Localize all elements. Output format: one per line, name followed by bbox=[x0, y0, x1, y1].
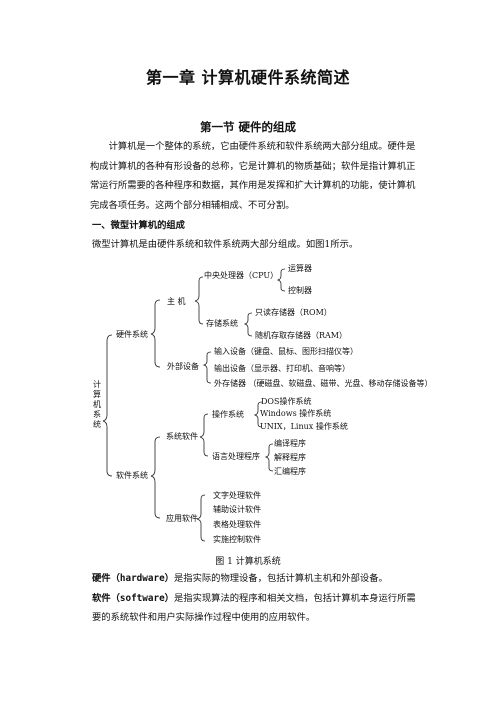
node-unix-linux: UNIX，Linux 操作系统 bbox=[260, 422, 348, 431]
node-ram: 随机存取存储器（RAM） bbox=[255, 331, 347, 340]
node-computer-system: 计算机系统 bbox=[93, 380, 101, 429]
brace-app-software bbox=[196, 494, 206, 542]
figure-caption: 图 1 计算机系统 bbox=[215, 557, 281, 567]
brace-root bbox=[102, 334, 113, 477]
node-assembler: 汇编程序 bbox=[274, 467, 306, 476]
node-controller: 控制器 bbox=[288, 286, 312, 295]
node-control-software: 实施控制软件 bbox=[213, 535, 261, 544]
node-interpreter: 解释程序 bbox=[274, 453, 306, 462]
brace-cpu bbox=[276, 268, 286, 292]
software-term: 软件（software） bbox=[92, 593, 174, 604]
chapter-title: 第一章 计算机硬件系统简述 bbox=[145, 68, 351, 87]
node-software-system: 软件系统 bbox=[116, 471, 148, 480]
brace-storage bbox=[243, 312, 253, 337]
heading-composition: 一、微型计算机的组成 bbox=[92, 220, 185, 231]
section-title: 第一节 硬件的组成 bbox=[199, 120, 296, 134]
composition-intro: 微型计算机是由硬件系统和软件系统两大部分组成。如图1所示。 bbox=[92, 239, 359, 250]
node-rom: 只读存储器（ROM） bbox=[255, 308, 332, 317]
hardware-term: 硬件（hardware） bbox=[92, 573, 174, 584]
hardware-definition-text: 是指实际的物理设备，包括计算机主机和外部设备。 bbox=[173, 573, 388, 584]
software-definition: 软件（software）是指实现算法的程序和相关文档，包括计算机本身运行所需要的… bbox=[92, 589, 422, 627]
brace-software bbox=[150, 436, 161, 519]
intro-paragraph: 计算机是一个整体的系统，它由硬件系统和软件系统两大部分组成。硬件是构成计算机的各… bbox=[90, 141, 416, 211]
hardware-definition: 硬件（hardware）是指实际的物理设备，包括计算机主机和外部设备。 bbox=[92, 569, 422, 588]
brace-lang bbox=[264, 443, 274, 472]
node-compiler: 编译程序 bbox=[274, 439, 306, 448]
node-system-software: 系统软件 bbox=[166, 432, 198, 441]
brace-system-software bbox=[199, 413, 209, 457]
brace-peripherals bbox=[202, 351, 212, 384]
node-cpu: 中央处理器（CPU） bbox=[204, 271, 279, 280]
node-storage-system: 存储系统 bbox=[206, 319, 238, 328]
node-word-processing: 文字处理软件 bbox=[213, 491, 261, 500]
node-cad-software: 辅助设计软件 bbox=[213, 505, 261, 514]
node-dos: DOS操作系统 bbox=[261, 397, 312, 406]
node-input-devices: 输入设备（键盘、鼠标、图形扫描仪等） bbox=[214, 347, 358, 356]
node-spreadsheet-software: 表格处理软件 bbox=[213, 520, 261, 529]
node-language-processor: 语言处理程序 bbox=[212, 452, 260, 461]
node-external-storage: 外存储器 （硬磁盘、软磁盘、磁带、光盘、移动存储设备等） bbox=[214, 379, 433, 388]
brace-os bbox=[253, 401, 263, 428]
brace-hardware bbox=[150, 299, 161, 368]
software-definition-text: 是指实现算法的程序和相关文档，包括计算机本身运行所需要的系统软件和用户实际操作过… bbox=[92, 593, 416, 623]
node-operating-system: 操作系统 bbox=[212, 410, 244, 419]
node-alu: 运算器 bbox=[288, 264, 312, 273]
node-peripherals: 外部设备 bbox=[167, 362, 199, 371]
node-application-software: 应用软件 bbox=[166, 514, 198, 523]
node-hardware-system: 硬件系统 bbox=[116, 330, 148, 339]
node-host: 主 机 bbox=[167, 297, 186, 306]
node-output-devices: 输出设备（显示器、打印机、音响等） bbox=[214, 364, 350, 373]
node-windows: Windows 操作系统 bbox=[260, 409, 332, 418]
brace-host bbox=[194, 276, 204, 325]
